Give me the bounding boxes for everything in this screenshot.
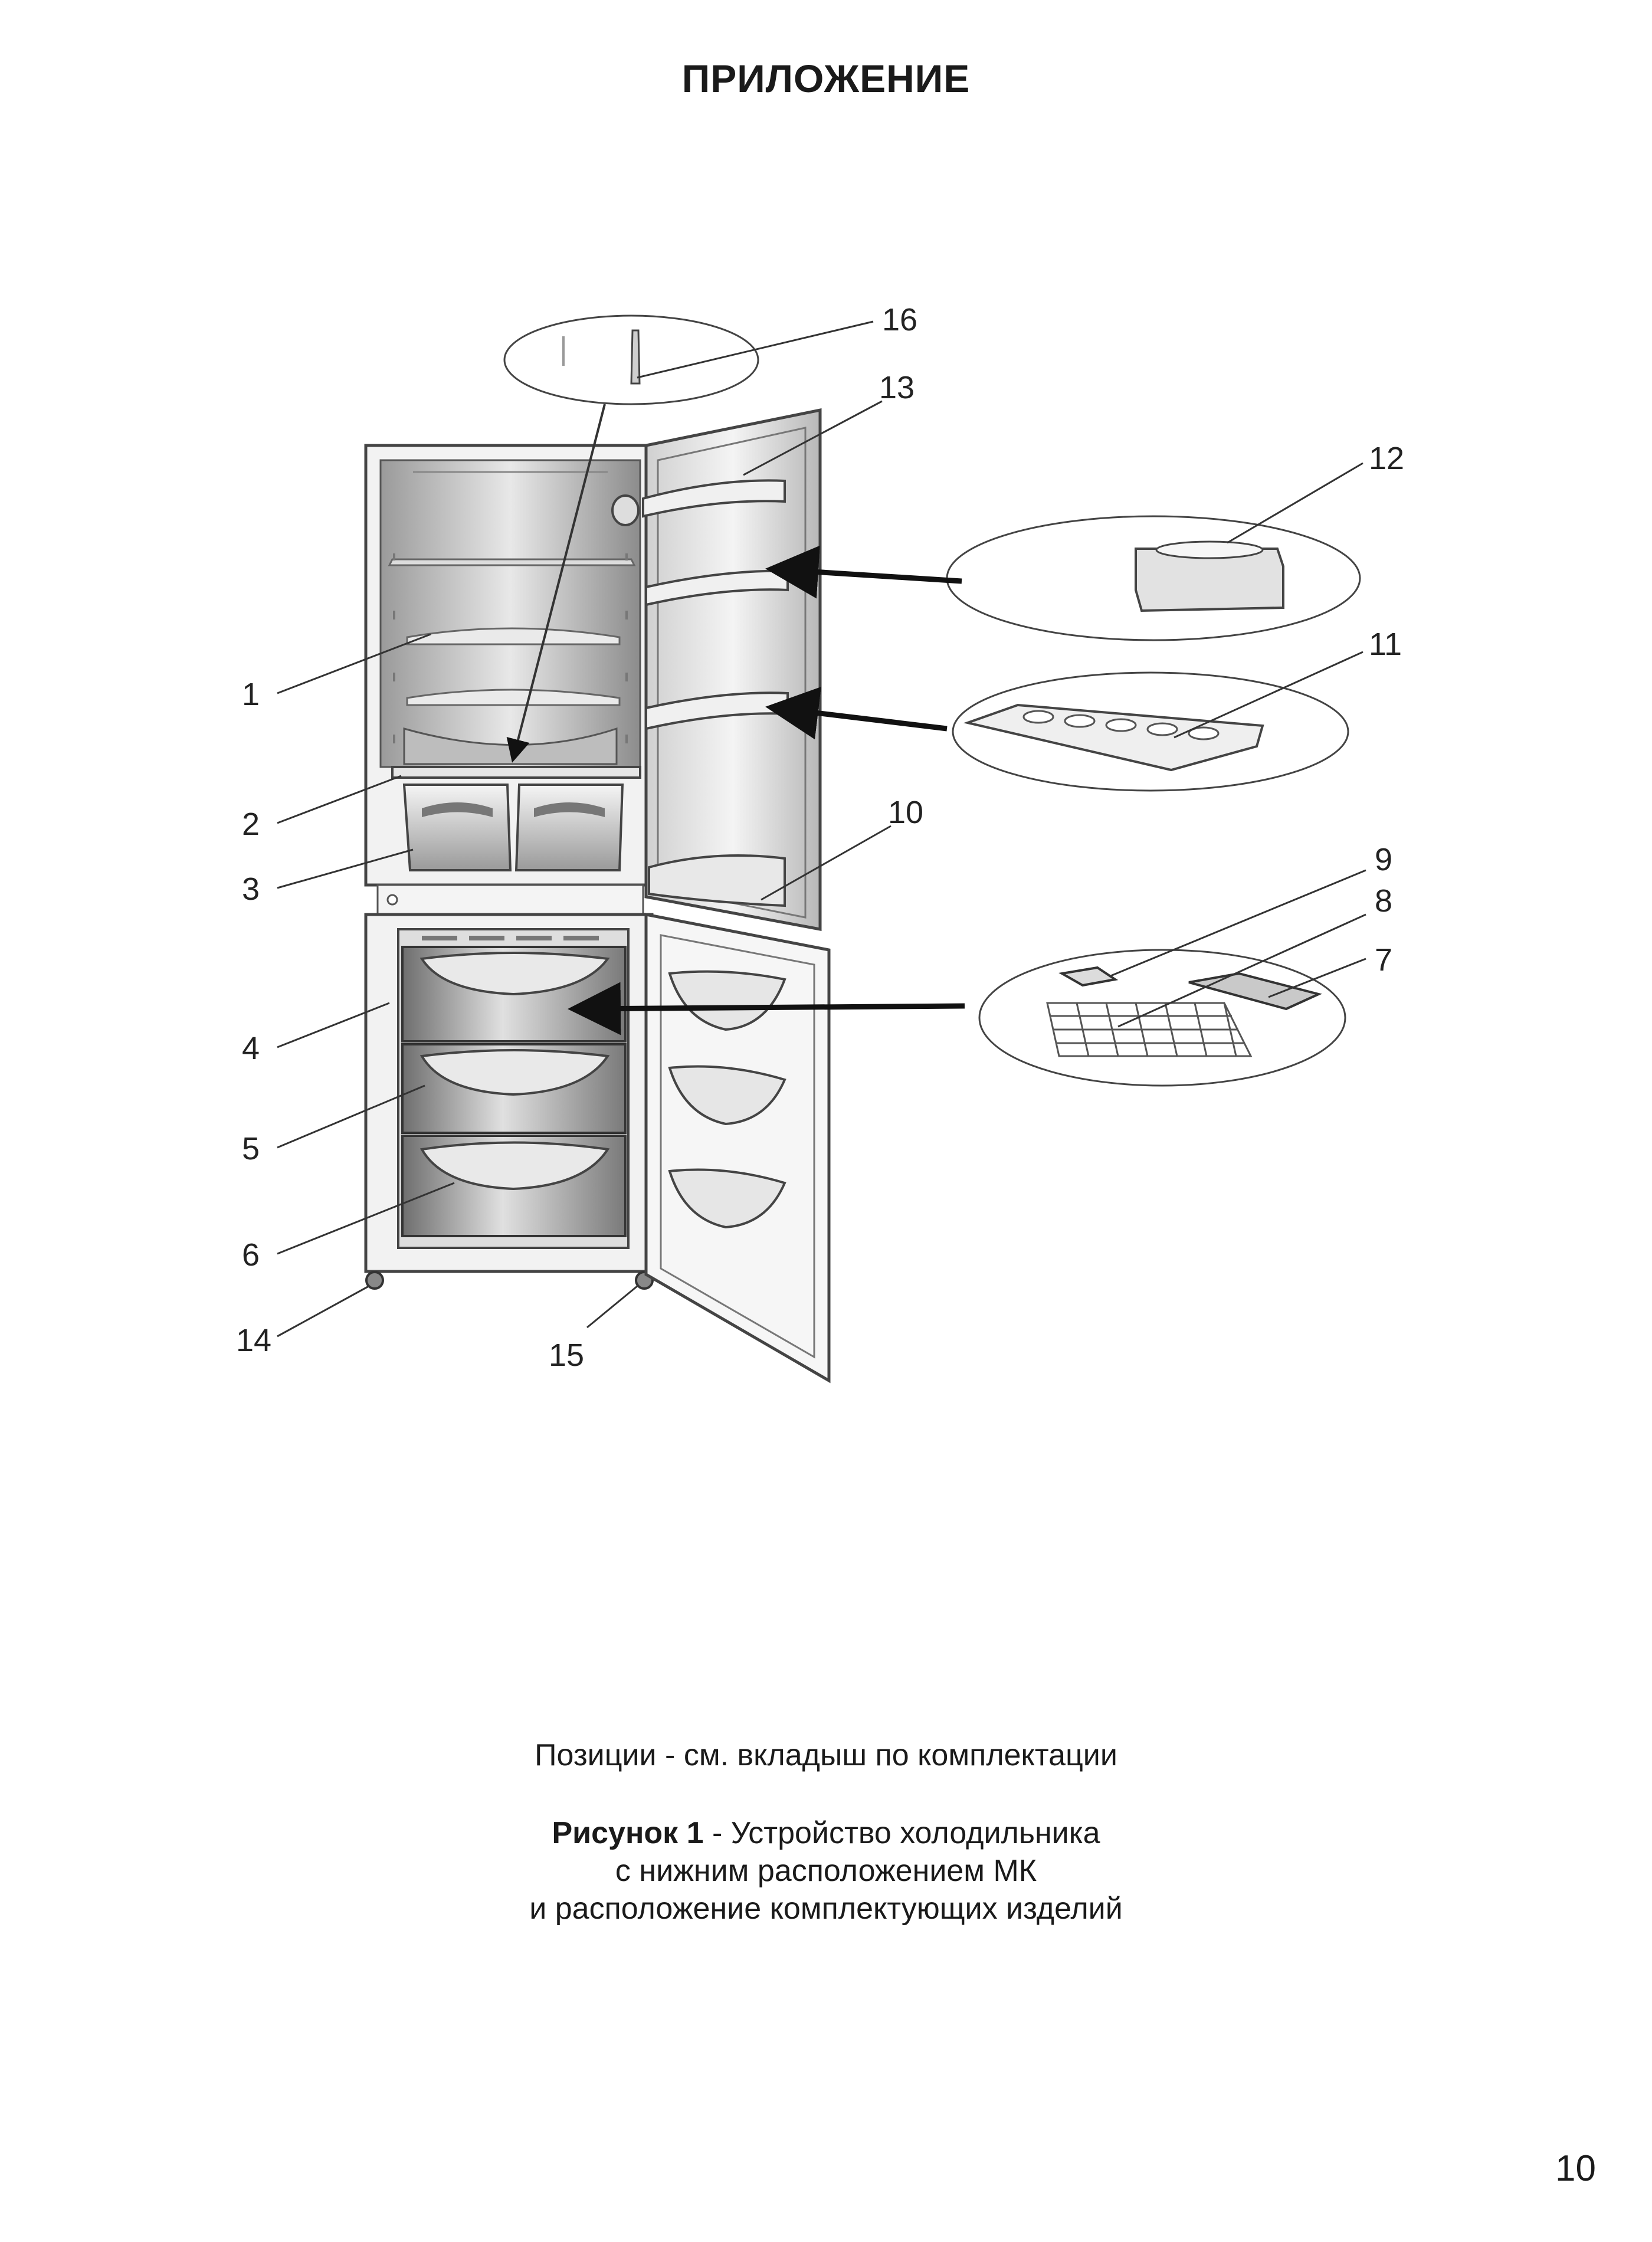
detail-ellipse-12 — [765, 515, 1361, 641]
callout-3: 3 — [242, 871, 260, 907]
caption-line-1: Рисунок 1 - Устройство холодильника — [0, 1814, 1652, 1852]
glass-shelf — [388, 558, 636, 706]
callout-6: 6 — [242, 1237, 260, 1273]
caption-text: - Устройство холодильника — [703, 1816, 1100, 1850]
page-number: 10 — [1555, 2148, 1596, 2189]
figure-caption: Рисунок 1 - Устройство холодильника с ни… — [0, 1814, 1652, 1928]
callout-11: 11 — [1369, 627, 1402, 662]
callout-7: 7 — [1375, 942, 1392, 978]
callout-2: 2 — [242, 807, 260, 842]
callout-1: 1 — [242, 677, 260, 712]
leader-lines — [277, 320, 1366, 1338]
ice-tray — [1188, 972, 1322, 1011]
callout-4: 4 — [242, 1031, 260, 1066]
adjustable-foot-left — [365, 1271, 384, 1290]
callout-labels: 1 2 3 4 5 6 7 8 9 10 11 12 13 14 15 16 — [236, 302, 1404, 1373]
caption-line-2: с нижним расположением МК — [615, 1854, 1037, 1888]
crisper-bins — [402, 784, 624, 871]
callout-15: 15 — [549, 1338, 584, 1373]
detail-ellipse-16 — [503, 314, 759, 763]
callout-13: 13 — [879, 370, 914, 405]
callout-8: 8 — [1375, 883, 1392, 919]
detail-ellipse-7-8-9 — [568, 949, 1346, 1087]
callout-10: 10 — [888, 795, 923, 830]
detail-ellipse-11 — [765, 671, 1349, 792]
freezer-drawer-middle — [401, 1043, 627, 1134]
caption-line-3: и расположение комплектующих изделий — [529, 1892, 1123, 1926]
freezer-drawer-bottom — [401, 1135, 627, 1237]
callout-12: 12 — [1369, 441, 1404, 476]
freezer-drawer-top — [401, 946, 627, 1043]
fridge-cabinet — [364, 444, 654, 916]
freezer-door — [644, 912, 831, 1384]
caption-label: Рисунок 1 — [552, 1816, 704, 1850]
callout-16: 16 — [882, 302, 917, 337]
freezer-cabinet — [364, 913, 654, 1290]
fridge-door — [611, 408, 822, 932]
callout-9: 9 — [1375, 842, 1392, 877]
positions-note: Позиции - см. вкладыш по комплектации — [535, 1738, 1117, 1772]
page-title: ПРИЛОЖЕНИЕ — [681, 57, 971, 100]
callout-5: 5 — [242, 1131, 260, 1166]
callout-14: 14 — [236, 1323, 271, 1358]
freezer-grid — [1046, 1002, 1253, 1057]
